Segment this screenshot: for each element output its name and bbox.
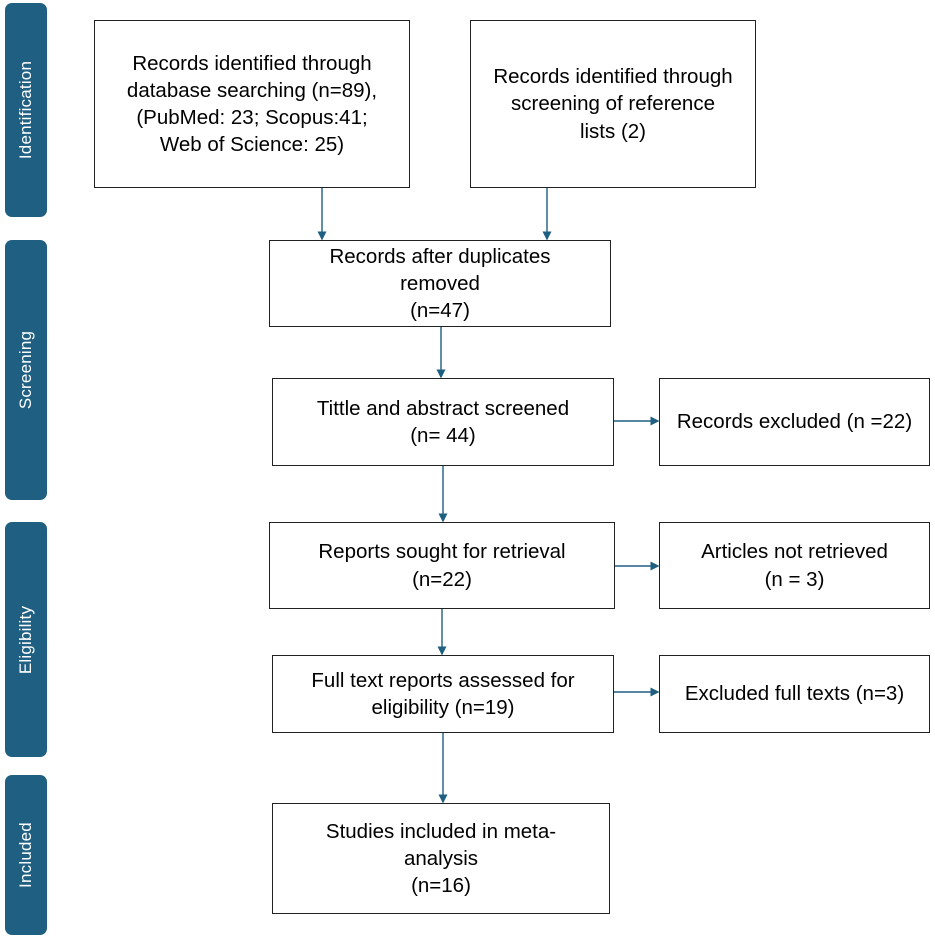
records-excluded-text: Records excluded (n =22) <box>676 410 913 434</box>
database-records-box: Records identified through database sear… <box>94 20 410 188</box>
reports-sought-text: Reports sought for retrieval (n=22) <box>318 540 566 591</box>
full-text-box: Full text reports assessed for eligibili… <box>272 655 614 733</box>
after-duplicates-box: Records after duplicates removed (n=47) <box>269 240 611 327</box>
included-studies-text: Studies included in meta- analysis (n=16… <box>325 819 557 898</box>
not-retrieved-box: Articles not retrieved (n = 3) <box>659 522 930 609</box>
full-text-text: Full text reports assessed for eligibili… <box>311 668 575 719</box>
phase-band-screening: Screening <box>5 240 47 500</box>
after-duplicates-text: Records after duplicates removed (n=47) <box>329 244 551 323</box>
included-studies-box: Studies included in meta- analysis (n=16… <box>272 803 610 914</box>
reference-records-text: Records identified through screening of … <box>493 65 733 143</box>
reference-records-box: Records identified through screening of … <box>470 20 756 188</box>
excluded-full-texts-box: Excluded full texts (n=3) <box>659 655 930 733</box>
phase-band-identification: Identification <box>5 3 47 217</box>
phase-band-eligibility: Eligibility <box>5 522 47 757</box>
phase-band-included: Included <box>5 775 47 935</box>
excluded-full-texts-text: Excluded full texts (n=3) <box>684 682 905 706</box>
not-retrieved-text: Articles not retrieved (n = 3) <box>701 540 888 591</box>
records-excluded-box: Records excluded (n =22) <box>659 378 930 466</box>
title-abstract-box: Tittle and abstract screened (n= 44) <box>272 378 614 466</box>
reports-sought-box: Reports sought for retrieval (n=22) <box>269 522 615 609</box>
title-abstract-text: Tittle and abstract screened (n= 44) <box>316 396 570 447</box>
database-records-text: Records identified through database sear… <box>126 51 378 157</box>
